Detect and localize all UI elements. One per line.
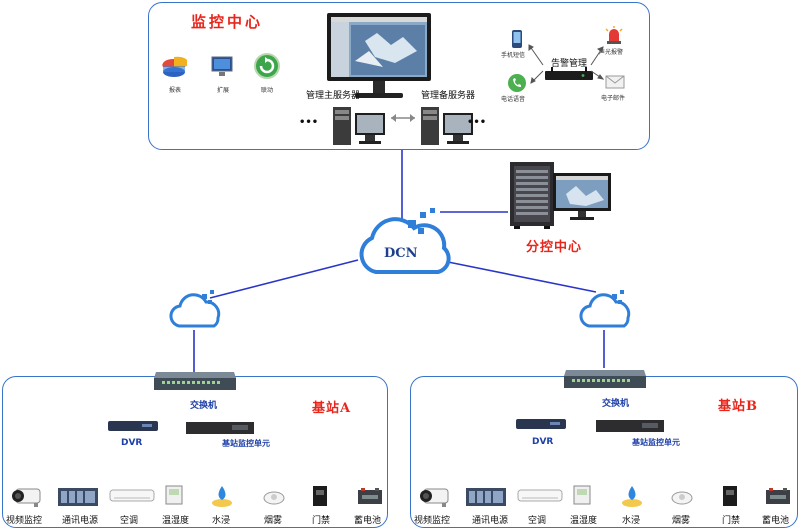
- camera-icon: [420, 488, 449, 507]
- smoke-detector-icon: [671, 491, 693, 505]
- alarm-label-voice: 电话语音: [501, 96, 526, 103]
- device-b-ac-label: 空调: [528, 516, 547, 526]
- dvr-b-label: DVR: [532, 437, 554, 447]
- alarm-label-sms: 手机短信: [501, 52, 526, 59]
- monitor-unit-b-icon: [596, 420, 664, 432]
- main-server-icon: [333, 107, 385, 145]
- alarm-mgmt-label: 告警管理: [551, 59, 588, 69]
- device-a-access-label: 门禁: [312, 516, 331, 526]
- backup-server-icon: [421, 107, 473, 145]
- switch-b-icon: [564, 370, 646, 388]
- device-a-power-label: 通讯电源: [62, 516, 99, 526]
- app-label-linkage: 联动: [261, 87, 274, 94]
- water-leak-icon: [212, 486, 232, 507]
- switch-b-label: 交换机: [602, 399, 630, 409]
- access-control-icon: [313, 486, 327, 506]
- main-server-label: 管理主服务器: [306, 91, 361, 101]
- station-a-title: 基站A: [312, 401, 352, 416]
- alarm-label-mail: 电子邮件: [601, 95, 626, 102]
- battery-icon: [766, 488, 790, 504]
- dvr-b-icon: [516, 419, 566, 429]
- phone-icon: [512, 30, 522, 48]
- more-devices-left: •••: [299, 117, 319, 128]
- device-b-access-label: 门禁: [722, 516, 741, 526]
- device-a-battery-label: 蓄电池: [354, 516, 382, 526]
- cloud-a-icon: [169, 290, 221, 328]
- device-b-temp-label: 温湿度: [570, 516, 598, 526]
- switch-a-label: 交换机: [190, 401, 218, 411]
- dcn-label: DCN: [384, 246, 418, 261]
- device-a-smoke-label: 烟雾: [264, 516, 283, 526]
- device-b-power-label: 通讯电源: [472, 516, 509, 526]
- thermometer-icon: [165, 485, 183, 505]
- sync-arrow-icon: [391, 114, 415, 122]
- sub-center-monitor-icon: [553, 173, 611, 220]
- device-a-ac-label: 空调: [120, 516, 139, 526]
- link-dcn-cloud-b: [447, 261, 597, 293]
- power-rack-icon: [58, 488, 98, 506]
- screen-icon: [211, 56, 233, 76]
- air-conditioner-icon: [109, 489, 155, 502]
- device-a-temp-label: 温湿度: [162, 516, 190, 526]
- water-leak-icon: [622, 486, 642, 507]
- device-a-water-label: 水浸: [212, 516, 231, 526]
- monitoring-center-title: 监控中心: [191, 13, 264, 31]
- app-label-report: 报表: [169, 87, 182, 94]
- alarm-label-light: 声光报警: [599, 49, 624, 56]
- monitor-unit-a-label: 基站监控单元: [222, 439, 270, 448]
- app-label-extend: 扩展: [217, 87, 230, 94]
- monitoring-center-panel: 监控中心 报表 扩展 联动 管理主服务器 管理备服务器 •••: [148, 2, 650, 150]
- backup-server-label: 管理备服务器: [421, 91, 476, 101]
- dvr-a-label: DVR: [121, 438, 143, 448]
- monitor-unit-b-label: 基站监控单元: [632, 438, 680, 447]
- switch-a-icon: [154, 372, 236, 390]
- air-conditioner-icon: [517, 489, 563, 502]
- camera-icon: [12, 488, 41, 507]
- smoke-detector-icon: [263, 491, 285, 505]
- alarm-arrows: [528, 44, 605, 84]
- telephone-icon: [508, 74, 526, 92]
- sub-center-rack-icon: [510, 162, 554, 229]
- pie-chart-icon: [162, 56, 187, 77]
- monitor-icon: [327, 13, 431, 98]
- cloud-b-icon: [579, 290, 631, 328]
- dcn-cloud-icon: [359, 208, 451, 274]
- station-b-title: 基站B: [718, 399, 758, 414]
- access-control-icon: [723, 486, 737, 506]
- device-b-smoke-label: 烟雾: [672, 516, 691, 526]
- mail-icon: [605, 75, 625, 89]
- link-dcn-cloud-a: [209, 259, 359, 299]
- monitor-unit-a-icon: [186, 422, 254, 434]
- device-b-water-label: 水浸: [622, 516, 641, 526]
- dvr-a-icon: [108, 421, 158, 431]
- device-b-battery-label: 蓄电池: [762, 516, 790, 526]
- more-devices-right: •••: [467, 117, 487, 128]
- sub-center-title: 分控中心: [526, 240, 583, 255]
- refresh-icon: [254, 53, 280, 79]
- thermometer-icon: [573, 485, 591, 505]
- battery-icon: [358, 488, 382, 504]
- device-a-video-label: 视频监控: [6, 516, 43, 526]
- alarm-light-icon: [605, 26, 623, 44]
- alarm-controller-icon: [545, 67, 593, 80]
- device-b-video-label: 视频监控: [414, 516, 451, 526]
- power-rack-icon: [466, 488, 506, 506]
